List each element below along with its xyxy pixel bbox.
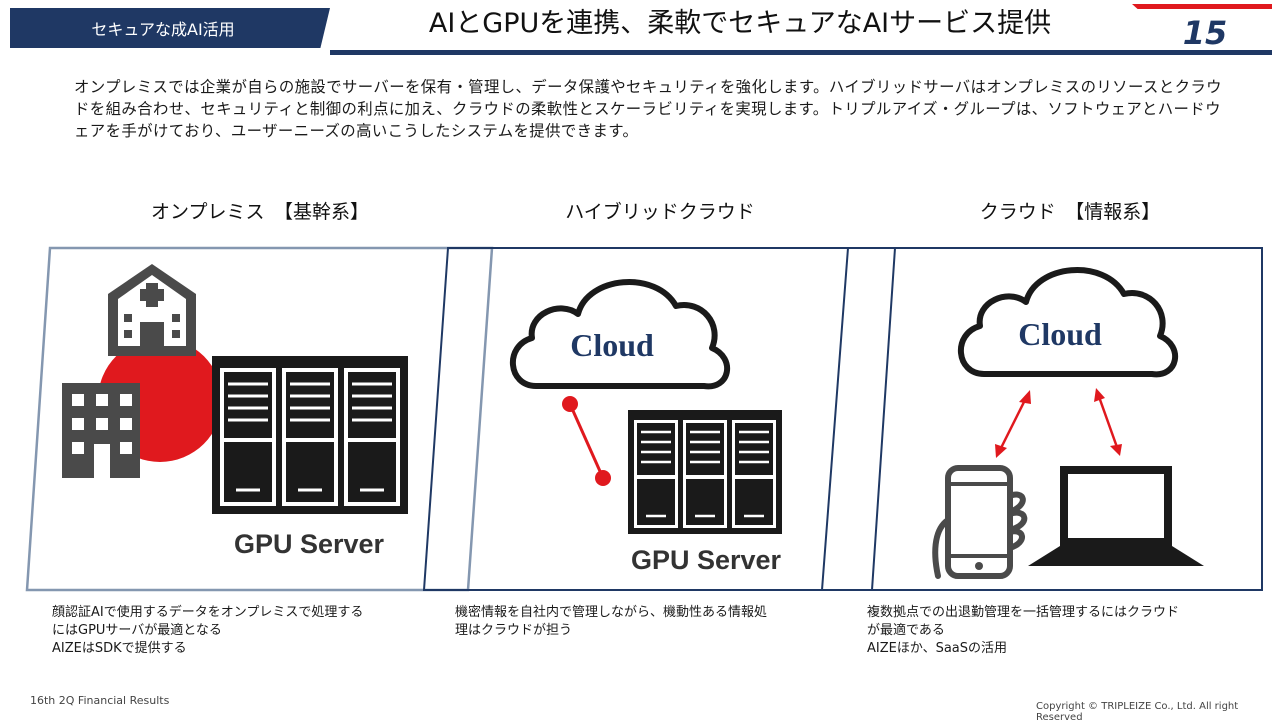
caption-line: 複数拠点での出退勤管理を一括管理するにはクラウド — [867, 605, 1180, 620]
hospital-icon — [108, 264, 196, 356]
smartphone-icon — [932, 465, 1028, 579]
bidirectional-arrow-icon-left — [995, 390, 1031, 458]
heading-hybrid-cloud: ハイブリッドクラウド — [565, 201, 755, 223]
caption-line: が最適である — [867, 623, 945, 638]
caption-line: 顔認証AIで使用するデータをオンプレミスで処理する — [52, 605, 364, 620]
gpu-server-label-hybrid: GPU Server — [631, 545, 782, 575]
caption-line: 理はクラウドが担う — [455, 623, 573, 638]
title-rule — [330, 50, 1130, 55]
caption-hybrid-cloud: 機密情報を自社内で管理しながら、機動性ある情報処 理はクラウドが担う — [455, 604, 835, 640]
heading-cloud: クラウド 【情報系】 — [979, 201, 1161, 223]
section-tag: セキュアな成AI活用 — [10, 8, 330, 48]
caption-on-premise: 顔認証AIで使用するデータをオンプレミスで処理する にはGPUサーバが最適となる… — [52, 604, 432, 658]
cloud-icon-cloud — [958, 267, 1179, 378]
gpu-server-label-on-premise: GPU Server — [234, 529, 385, 559]
laptop-icon — [1028, 466, 1204, 566]
intro-paragraph: オンプレミスでは企業が自らの施設でサーバーを保有・管理し、データ保護やセキュリテ… — [74, 78, 1222, 140]
cloud-label-hybrid: Cloud — [570, 327, 654, 363]
caption-line: AIZEはSDKで提供する — [52, 641, 187, 656]
cloud-icon-hybrid — [510, 279, 731, 390]
slide-title: AIとGPUを連携、柔軟でセキュアなAIサービス提供 — [428, 8, 1052, 39]
connection-icon — [562, 396, 611, 486]
caption-cloud: 複数拠点での出退勤管理を一括管理するにはクラウド が最適である AIZEほか、S… — [867, 604, 1247, 658]
heading-on-premise: オンプレミス 【基幹系】 — [151, 201, 369, 223]
cloud-label-cloud: Cloud — [1018, 316, 1102, 352]
footer-report-label: 16th 2Q Financial Results — [30, 694, 170, 707]
footer-copyright: Copyright © TRIPLEIZE Co., Ltd. All righ… — [1036, 701, 1239, 720]
page-number: 15 — [1182, 14, 1228, 52]
caption-line: にはGPUサーバが最適となる — [52, 623, 222, 638]
office-building-icon — [62, 383, 140, 478]
gpu-server-icon-on-premise — [212, 356, 408, 514]
caption-line: 機密情報を自社内で管理しながら、機動性ある情報処 — [455, 605, 768, 620]
panel-cloud — [820, 247, 1263, 591]
gpu-server-icon-hybrid — [628, 410, 782, 534]
caption-line: AIZEほか、SaaSの活用 — [867, 641, 1008, 656]
corner-accent-red — [1132, 4, 1272, 9]
corner-accent-navy — [1130, 50, 1272, 55]
bidirectional-arrow-icon-right — [1094, 388, 1122, 456]
